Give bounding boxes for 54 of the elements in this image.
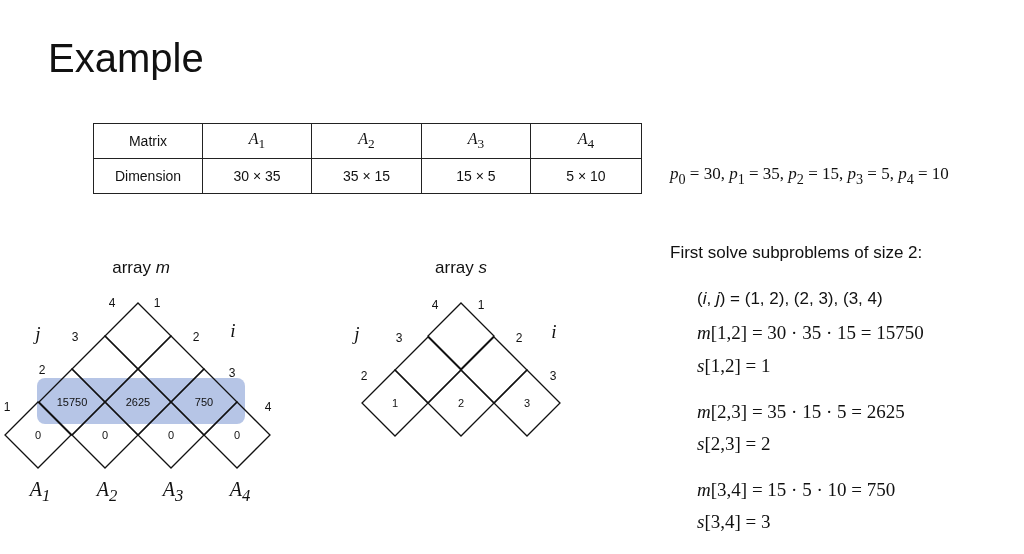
heading-text: array m <box>112 257 170 279</box>
index-number: 1 <box>3 399 11 415</box>
index-number: 2 <box>360 368 368 384</box>
table-cell: A$_{1}$ <box>202 123 312 159</box>
index-number: 4 <box>264 399 272 415</box>
axis-variable: i <box>551 320 557 344</box>
parameter-list: p$_{0}$ = 30, p$_{1}$ = 35, p$_{2}$ = 15, p$_{3}$ = 5, p$_{4}$ = 10 <box>670 164 949 188</box>
formula-text: m[3,4] = 15 · 5 · 10 = 750 <box>697 478 896 502</box>
cell-value: 0 <box>167 429 175 441</box>
index-number: 3 <box>549 368 557 384</box>
table-cell: 30 × 35 <box>202 158 312 194</box>
formula-text: m[1,2] = 30 · 35 · 15 = 15750 <box>697 321 924 345</box>
axis-variable: i <box>230 319 236 343</box>
slide-title: Example <box>48 35 204 82</box>
heading-text: First solve subproblems of size 2: <box>670 242 923 264</box>
matrix-label: A$_{4}$ <box>229 476 251 506</box>
index-number: 1 <box>153 295 161 311</box>
cell-value: 0 <box>233 429 241 441</box>
cell-value: 15750 <box>56 396 88 408</box>
index-number: 3 <box>395 330 403 346</box>
index-number: 1 <box>477 297 485 313</box>
cell-value: 2 <box>457 397 465 409</box>
formula-text: s[1,2] = 1 <box>697 354 771 378</box>
matrix-label: A$_{3}$ <box>162 476 184 506</box>
table-cell: Matrix <box>93 123 203 159</box>
index-number: 3 <box>71 329 79 345</box>
index-pairs: (i, j) = (1, 2), (2, 3), (3, 4) <box>697 288 883 310</box>
table-cell: 5 × 10 <box>530 158 642 194</box>
table-cell: 35 × 15 <box>311 158 422 194</box>
table-cell: Dimension <box>93 158 203 194</box>
index-number: 3 <box>228 365 236 381</box>
index-number: 2 <box>192 329 200 345</box>
cell-value: 0 <box>34 429 42 441</box>
cell-value: 1 <box>391 397 399 409</box>
table-cell: A$_{3}$ <box>421 123 531 159</box>
matrix-label: A$_{2}$ <box>96 476 118 506</box>
formula-text: s[3,4] = 3 <box>697 510 771 534</box>
index-number: 4 <box>431 297 439 313</box>
table-cell: 15 × 5 <box>421 158 531 194</box>
matrix-label: A$_{1}$ <box>29 476 51 506</box>
cell-value: 3 <box>523 397 531 409</box>
axis-variable: j <box>354 322 360 346</box>
index-number: 2 <box>515 330 523 346</box>
formula-text: m[2,3] = 35 · 15 · 5 = 2625 <box>697 400 905 424</box>
axis-variable: j <box>35 322 41 346</box>
cell-value: 750 <box>194 396 214 408</box>
index-number: 2 <box>38 362 46 378</box>
cell-value: 2625 <box>125 396 151 408</box>
heading-text: array s <box>435 257 487 279</box>
cell-value: 0 <box>101 429 109 441</box>
index-number: 4 <box>108 295 116 311</box>
table-cell: A$_{2}$ <box>311 123 422 159</box>
formula-text: s[2,3] = 2 <box>697 432 771 456</box>
table-cell: A$_{4}$ <box>530 123 642 159</box>
